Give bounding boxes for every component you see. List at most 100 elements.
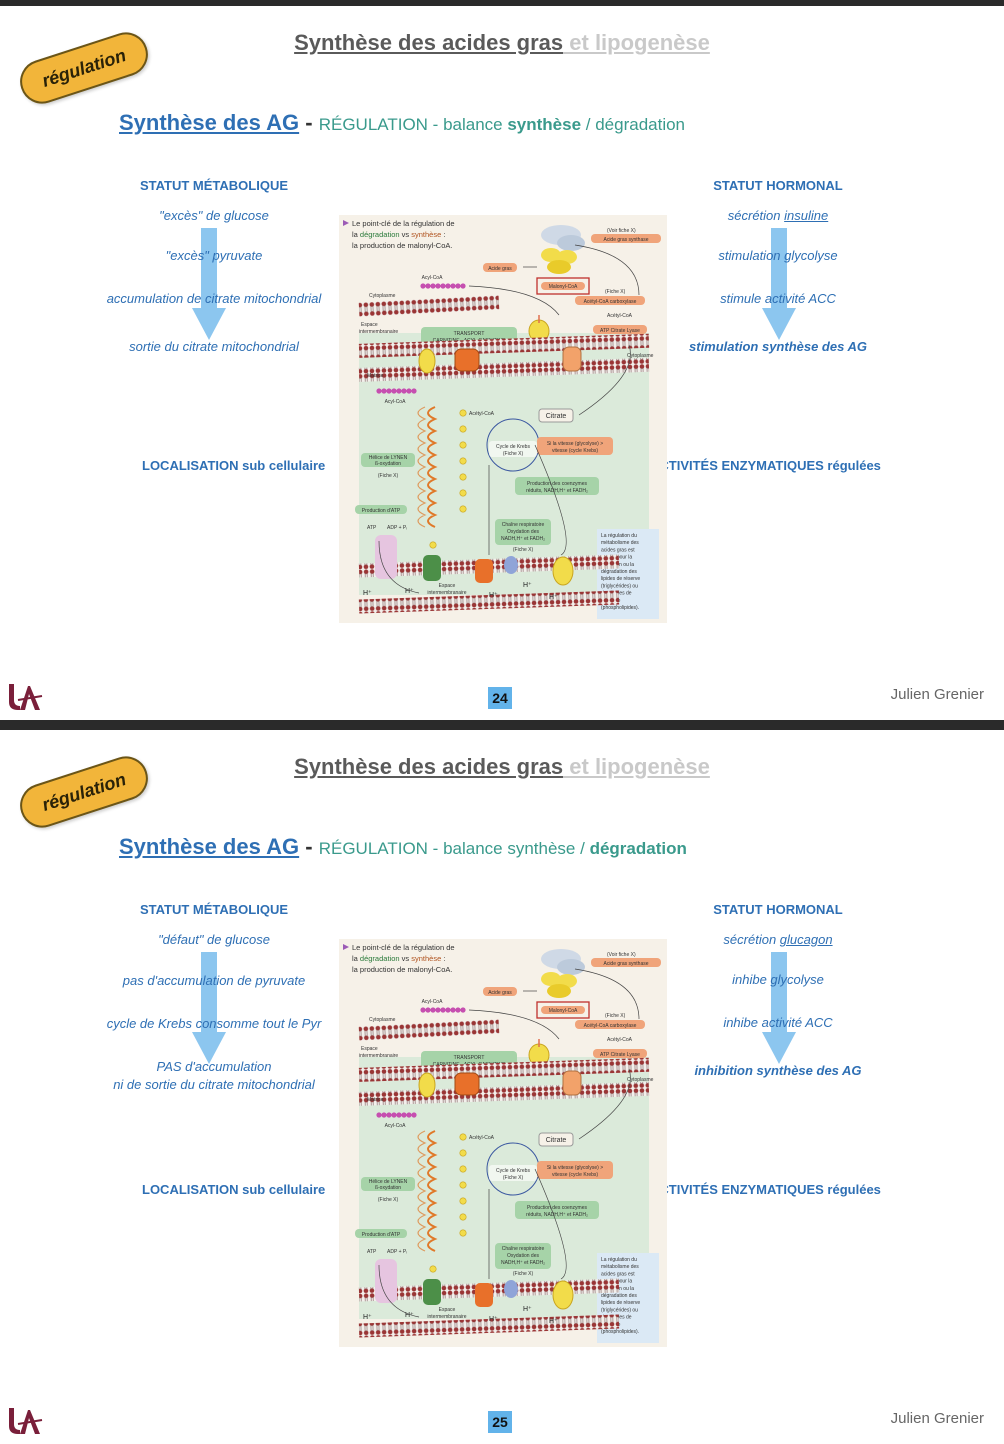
hormonal-item: stimule activité ACC — [720, 291, 836, 306]
svg-text:Malonyl-CoA: Malonyl-CoA — [549, 1008, 578, 1014]
metabolic-arrow — [192, 952, 226, 1064]
svg-text:Acide gras: Acide gras — [488, 990, 512, 996]
hormonal-item: sécrétion glucagon — [723, 932, 833, 947]
svg-text:Cytoplasme: Cytoplasme — [369, 293, 396, 299]
svg-text:Acide gras synthase: Acide gras synthase — [603, 961, 648, 967]
svg-text:(Fiche X): (Fiche X) — [503, 451, 524, 457]
svg-text:vitesse (cycle Krebs): vitesse (cycle Krebs) — [552, 1172, 598, 1178]
svg-text:(Fiche X): (Fiche X) — [378, 473, 399, 479]
svg-text:intermembranaire: intermembranaire — [359, 329, 398, 335]
svg-text:(Fiche X): (Fiche X) — [605, 289, 626, 295]
figure-note-line: métabolisme des — [601, 1264, 639, 1270]
svg-text:(Voir fiche X): (Voir fiche X) — [607, 228, 636, 234]
svg-text:H⁺: H⁺ — [363, 1314, 372, 1321]
svg-text:ATP Citrate Lyase: ATP Citrate Lyase — [600, 328, 640, 334]
university-logo-icon — [9, 1408, 43, 1434]
svg-text:la production de malonyl-CoA.: la production de malonyl-CoA. — [352, 241, 452, 250]
metabolic-item: sortie du citrate mitochondrial — [129, 339, 299, 354]
hormonal-item: stimulation glycolyse — [718, 248, 838, 263]
svg-text:vitesse (cycle Krebs): vitesse (cycle Krebs) — [552, 448, 598, 454]
localisation-label: LOCALISATION sub cellulaire — [142, 1182, 326, 1197]
figure-note-line: La régulation du — [601, 533, 637, 539]
svg-text:Cytoplasme: Cytoplasme — [627, 1077, 654, 1083]
metabolic-item: cycle de Krebs consomme tout le Pyr — [106, 1016, 322, 1031]
svg-text:Cycle de Krebs: Cycle de Krebs — [496, 1168, 530, 1174]
svg-text:H⁺: H⁺ — [363, 590, 372, 597]
svg-text:ATP Citrate Lyase: ATP Citrate Lyase — [600, 1052, 640, 1058]
svg-text:Citrate: Citrate — [546, 1137, 567, 1144]
svg-text:Cytoplasme: Cytoplasme — [627, 353, 654, 359]
svg-text:Acyl-CoA: Acyl-CoA — [422, 275, 444, 281]
slide-separator — [0, 720, 1004, 730]
svg-text:H⁺: H⁺ — [489, 1316, 498, 1323]
hormonal-item: inhibe glycolyse — [732, 972, 824, 987]
svg-text:Production d'ATP: Production d'ATP — [362, 508, 401, 514]
slide-subtitle: Synthèse des AG - RÉGULATION - balance s… — [119, 110, 686, 135]
author-name: Julien Grenier — [890, 1410, 984, 1427]
hormonal-arrow — [762, 952, 796, 1064]
hormonal-status-heading: STATUT HORMONAL — [713, 178, 843, 193]
svg-text:ß-oxydation: ß-oxydation — [375, 461, 401, 467]
author-name: Julien Grenier — [890, 686, 984, 703]
svg-text:ADP + Pᵢ: ADP + Pᵢ — [387, 525, 407, 531]
svg-text:H⁺: H⁺ — [523, 582, 532, 589]
svg-text:ATP: ATP — [367, 525, 377, 531]
figure-note-line: lipides de réserve — [601, 1300, 640, 1306]
svg-text:Acyl-CoA: Acyl-CoA — [385, 1123, 407, 1129]
slide-title: Synthèse des acides gras et lipogenèse — [294, 754, 710, 779]
svg-text:Acide gras: Acide gras — [488, 266, 512, 272]
svg-text:NADH,H⁺ et FADH₂: NADH,H⁺ et FADH₂ — [501, 536, 545, 542]
svg-text:Espace: Espace — [361, 322, 378, 328]
figure-note-line: dégradation des — [601, 569, 637, 575]
svg-text:Matrice: Matrice — [367, 373, 384, 379]
metabolic-item: accumulation de citrate mitochondrial — [106, 291, 322, 306]
svg-text:Le point-clé de la régulation: Le point-clé de la régulation de — [352, 943, 455, 952]
hormonal-arrow — [762, 228, 796, 340]
figure-note-line: (phospholipides). — [601, 1329, 639, 1335]
svg-text:intermembranaire: intermembranaire — [359, 1053, 398, 1059]
figure-note-line: acides gras est — [601, 1271, 635, 1277]
svg-text:réduits, NADH,H⁺ et FADH₂: réduits, NADH,H⁺ et FADH₂ — [526, 1212, 588, 1218]
hormonal-conclusion: inhibition synthèse des AG — [694, 1063, 862, 1078]
svg-text:Citrate: Citrate — [546, 413, 567, 420]
svg-text:la dégradation vs synthèse :: la dégradation vs synthèse : — [352, 230, 445, 239]
metabolism-figure: Le point-clé de la régulation de la dégr… — [339, 215, 667, 623]
slide-title: Synthèse des acides gras et lipogenèse — [294, 30, 710, 55]
svg-text:H⁺: H⁺ — [405, 1312, 414, 1319]
metabolic-item: ni de sortie du citrate mitochondrial — [113, 1077, 315, 1092]
svg-text:Cycle de Krebs: Cycle de Krebs — [496, 444, 530, 450]
svg-text:Si la vitesse (glycolyse) >: Si la vitesse (glycolyse) > — [547, 441, 603, 447]
enzymatic-activities-label: ACTIVITÉS ENZYMATIQUES régulées — [650, 458, 881, 473]
svg-text:Chaîne respiratoire: Chaîne respiratoire — [502, 522, 545, 528]
slide-24: Synthèse des acides gras et lipogenèse r… — [0, 6, 1004, 720]
page-number: 24 — [488, 687, 512, 709]
metabolic-status-heading: STATUT MÉTABOLIQUE — [139, 178, 289, 193]
svg-text:H⁺: H⁺ — [405, 588, 414, 595]
svg-text:H⁺: H⁺ — [523, 1306, 532, 1313]
svg-text:Si la vitesse (glycolyse) >: Si la vitesse (glycolyse) > — [547, 1165, 603, 1171]
svg-text:Acétyl-CoA carboxylase: Acétyl-CoA carboxylase — [584, 299, 637, 305]
svg-text:ATP: ATP — [367, 1249, 377, 1255]
figure-note-line: lipides de réserve — [601, 576, 640, 582]
svg-text:(Fiche X): (Fiche X) — [605, 1013, 626, 1019]
svg-text:Espace: Espace — [439, 1307, 456, 1313]
university-logo-icon — [9, 684, 43, 710]
metabolic-status-heading: STATUT MÉTABOLIQUE — [139, 902, 289, 917]
hormonal-status-heading: STATUT HORMONAL — [713, 902, 843, 917]
svg-text:la production de malonyl-CoA.: la production de malonyl-CoA. — [352, 965, 452, 974]
enzymatic-activities-label: ACTIVITÉS ENZYMATIQUES régulées — [650, 1182, 881, 1197]
svg-text:Acide gras synthase: Acide gras synthase — [603, 237, 648, 243]
svg-text:Acétyl-CoA: Acétyl-CoA — [469, 411, 495, 417]
figure-note-line: dégradation des — [601, 1293, 637, 1299]
svg-text:(Fiche X): (Fiche X) — [503, 1175, 524, 1181]
metabolic-item: pas d'accumulation de pyruvate — [122, 973, 306, 988]
svg-text:(Fiche X): (Fiche X) — [378, 1197, 399, 1203]
metabolic-item: "excès" de glucose — [159, 208, 269, 223]
metabolic-item: PAS d'accumulation — [156, 1059, 272, 1074]
figure-note-line: (triglycérides) ou — [601, 583, 638, 589]
svg-text:Production des coenzymes: Production des coenzymes — [527, 1205, 588, 1211]
svg-text:Espace: Espace — [361, 1046, 378, 1052]
page-number: 25 — [488, 1411, 512, 1433]
svg-text:intermembranaire: intermembranaire — [427, 1314, 466, 1320]
svg-text:Acétyl-CoA: Acétyl-CoA — [607, 1037, 633, 1043]
